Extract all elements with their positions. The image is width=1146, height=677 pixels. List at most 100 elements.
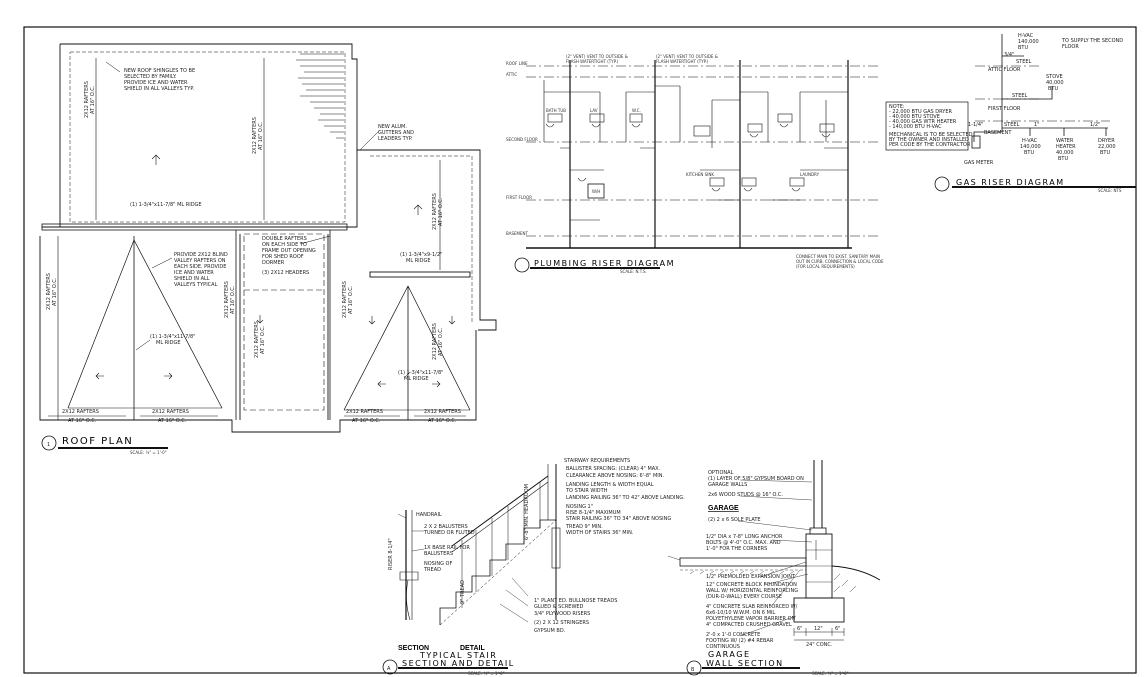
roof-note-ridge-left-1: (1) 1-3/4"x11-7/8" [150, 334, 195, 340]
roof-vrafters-oc-6: AT 16" O.C. [348, 285, 354, 314]
plumb-vent-2b: FLASH WATERTIGHT (TYP.) [656, 59, 709, 64]
stair-callout-1: 2 X 2 BALUSTERS [424, 524, 468, 530]
garage-section [667, 460, 881, 676]
roof-vrafters-8: 2X12 RAFTERS [432, 323, 438, 360]
gas-supply-1: TO SUPPLY THE SECOND [1061, 38, 1123, 44]
roof-vrafters-oc-3: AT 16" O.C. [52, 277, 58, 306]
gas-pipe-1: 3/4" [1004, 52, 1014, 58]
roof-vrafters-4: 2X12 RAFTERS [224, 281, 230, 318]
stair-callout-3: 1X BASE RAIL FOR [424, 545, 470, 551]
roof-vrafters-1: 2X12 RAFTERS [84, 81, 90, 118]
garage-labels: OPTIONAL (1) LAYER OF 5/8" GYPSUM BOARD … [691, 470, 849, 676]
garage-subtitle: GARAGE [708, 505, 739, 512]
stair-callout-5: NOSING OF [424, 561, 452, 567]
gas-steel-1: STEEL [1016, 59, 1032, 65]
gas-stove-2: 40,000 [1046, 80, 1064, 86]
roof-plan-labels: NEW ROOF SHINGLES TO BE SELECTED BY FAMI… [41, 68, 461, 455]
stair-callout-10: (2) 2 X 12 STRINGERS [534, 620, 589, 626]
roof-note-double-4: FOR SHED ROOF [262, 254, 304, 260]
roof-rafters-oc-4: AT 16" O.C. [428, 418, 457, 424]
stair-req-0: STAIRWAY REQUIREMENTS [564, 458, 630, 464]
plumbing-riser [514, 60, 878, 273]
plumb-footer-1: CONNECT MAIN TO EXIST. SANITARY MAIN [796, 254, 880, 259]
plumb-level-first: FIRST FLOOR [506, 195, 532, 200]
roof-plan-scale: SCALE: ¼" = 1'-0" [130, 450, 167, 455]
plumb-level-basement: BASEMENT [506, 231, 529, 236]
plumb-fixture-wc: W.C. [632, 108, 641, 113]
gas-riser [885, 34, 1136, 192]
roof-rafters-3: 2X12 RAFTERS [346, 409, 383, 415]
garage-callout-6: BOLTS @ 4'-0" O.C. MAX. AND [706, 540, 781, 546]
gas-dryer-3: BTU [1100, 150, 1110, 156]
garage-callout-9: 12" CONCRETE BLOCK FOUNDATION [706, 582, 797, 588]
stair-labels: STAIRWAY REQUIREMENTS BALUSTER SPACING: … [387, 458, 685, 676]
garage-callout-1: (1) LAYER OF 5/8" GYPSUM BOARD ON [708, 476, 804, 482]
garage-label: B [691, 667, 695, 673]
gas-wh-4: BTU [1058, 156, 1068, 162]
roof-plan [39, 43, 497, 433]
roof-note-header: (3) 2X12 HEADERS [262, 270, 309, 276]
gas-meter: GAS METER [964, 160, 994, 166]
plumb-level-second: SECOND FLOOR [506, 137, 538, 142]
garage-title-2: WALL SECTION [706, 659, 784, 668]
garage-dim-3: 24" CONC. [806, 642, 833, 648]
roof-note-valley-2: VALLEY RAFTERS ON [174, 258, 226, 264]
plumb-vent-1b: FLASH WATERTIGHT (TYP.) [566, 59, 619, 64]
roof-note-ridge-left-2: ML RIDGE [156, 340, 181, 346]
garage-callout-0: OPTIONAL [708, 470, 734, 476]
roof-vrafters-oc-8: AT 16" O.C. [438, 327, 444, 356]
roof-note-ridge-small-1: (1) 1-3/4"x9-1/2" [400, 252, 442, 258]
stair-dim-headroom: 6'-8" MIN. HEADROOM [524, 484, 530, 540]
gas-note-7: PER CODE BY THE CONTRACTOR [889, 142, 971, 148]
roof-vrafters-7: 2X12 RAFTERS [432, 193, 438, 230]
roof-note-shingles-4: SHIELD IN ALL VALLEYS TYP. [124, 86, 195, 92]
roof-rafters-1: 2X12 RAFTERS [62, 409, 99, 415]
garage-dim-1: 12" [814, 626, 823, 632]
roof-note-valley-4: ICE AND WATER [174, 270, 214, 276]
stair-callout-8: GLUED & SCREWED [534, 604, 584, 610]
garage-callout-18: CONTINUOUS [706, 644, 740, 650]
stair-req-1: BALUSTER SPACING: (CLEAR) 4" MAX. [566, 466, 661, 472]
gas-hvac-b-3: BTU [1024, 150, 1034, 156]
stair-callout-4: BALUSTERS [424, 551, 453, 557]
roof-note-valley-3: EACH SIDE. PROVIDE [174, 264, 226, 270]
gas-note-6: BY THE OWNER AND INSTALLED [889, 137, 969, 143]
plumb-fixture-lav: LAV [590, 108, 598, 113]
gas-hvac-b-2: 140,000 [1020, 144, 1041, 150]
garage-callout-2: GARAGE WALLS [708, 482, 747, 488]
stair-callout-11: GYPSUM BD. [534, 628, 566, 634]
gas-dryer-2: 22,000 [1098, 144, 1116, 150]
plumb-fixture-kitchen: KITCHEN SINK [686, 172, 714, 177]
plumb-fixture-wh: W/H [592, 189, 600, 194]
garage-title-1: GARAGE [708, 650, 751, 659]
garage-dim-2: 6" [835, 626, 840, 632]
plumb-level-roof: ROOF LINE [506, 61, 528, 66]
roof-vrafters-3: 2X12 RAFTERS [46, 273, 52, 310]
gas-labels: H-VAC 140,000 BTU TO SUPPLY THE SECOND F… [889, 33, 1123, 193]
stair-callout-6: TREAD [423, 567, 441, 573]
stair-req-4: TO STAIR WIDTH [565, 488, 608, 494]
roof-note-ridge-right-2: ML RIDGE [404, 376, 429, 382]
gas-wh-1: WATER [1056, 138, 1074, 144]
stair-title-1: TYPICAL STAIR [419, 651, 497, 660]
garage-callout-3: 2x6 WOOD STUDS @ 16" O.C. [708, 492, 783, 498]
roof-note-double-1: DOUBLE RAFTERS [262, 236, 307, 242]
plumbing-labels: ROOF LINE ATTIC SECOND FLOOR FIRST FLOOR… [506, 54, 884, 274]
roof-note-shingles-1: NEW ROOF SHINGLES TO BE [124, 68, 195, 74]
stair-req-10: WIDTH OF STAIRS 36" MIN. [566, 530, 634, 536]
gas-hvac-top-1: H-VAC [1018, 33, 1034, 39]
roof-rafters-2: 2X12 RAFTERS [152, 409, 189, 415]
gas-note-2: - 40,000 BTU STOVE [889, 114, 940, 120]
garage-callout-11: (DUR-O-WALL) EVERY COURSE [706, 594, 782, 600]
roof-plan-title: ROOF PLAN [62, 436, 133, 447]
garage-callout-8: 1/2" PREMOLDED EXPANSION JOINT [706, 574, 796, 580]
roof-note-ridge-small-2: ML RIDGE [406, 258, 431, 264]
gas-attic: ATTIC FLOOR [988, 67, 1021, 73]
gas-pipe-2: 1" [1034, 122, 1039, 128]
gas-dryer-1: DRYER [1098, 138, 1115, 144]
roof-rafters-oc-1: AT 16" O.C. [68, 418, 97, 424]
gas-note-0: NOTE: [889, 104, 905, 110]
gas-stove-3: BTU [1048, 86, 1058, 92]
stair-scale: SCALE: ¾" = 1'-0" [468, 671, 505, 676]
